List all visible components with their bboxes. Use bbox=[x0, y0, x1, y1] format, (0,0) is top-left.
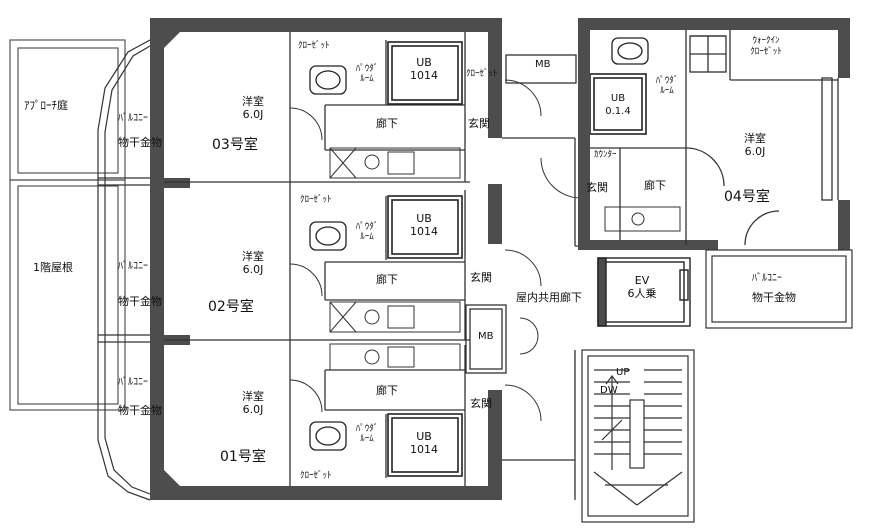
first-floor-roof-label: 1階屋根 bbox=[33, 261, 73, 274]
mb-label-center: MB bbox=[478, 331, 494, 342]
closet-label-02: ｸﾛｰｾﾞｯﾄ bbox=[300, 195, 332, 205]
corridor-label-03: 廊下 bbox=[376, 117, 398, 130]
room-type: 洋室 bbox=[242, 390, 264, 403]
western-room-01: 洋室 6.0J bbox=[228, 390, 278, 416]
room-size: 6.0J bbox=[242, 263, 264, 276]
balcony-label-04: ﾊﾞﾙｺﾆｰ bbox=[752, 273, 782, 284]
unit04-walls bbox=[578, 18, 850, 250]
corridor-walls bbox=[502, 137, 605, 500]
ub-units bbox=[387, 41, 647, 477]
entrance-label-01: 玄関 bbox=[470, 397, 492, 410]
closet-label-01: ｸﾛｰｾﾞｯﾄ bbox=[300, 471, 332, 481]
kitchens bbox=[329, 147, 681, 371]
room-size: 6.0J bbox=[242, 403, 264, 416]
drying-hardware-label-04: 物干金物 bbox=[752, 291, 796, 304]
unit-01-label: 01号室 bbox=[220, 449, 266, 465]
western-room-02: 洋室 6.0J bbox=[228, 250, 278, 276]
unit-04-label: 04号室 bbox=[724, 189, 770, 205]
room-size: 6.0J bbox=[242, 108, 264, 121]
mb-boxes bbox=[465, 54, 577, 374]
entrance-label-02: 玄関 bbox=[470, 271, 492, 284]
walk-in-closet-04: ｳｫｰｸｲﾝｸﾛｰｾﾞｯﾄ bbox=[750, 36, 782, 57]
drying-hardware-label-02: 物干金物 bbox=[118, 295, 162, 308]
approach-garden-label: ｱﾌﾟﾛｰﾁ庭 bbox=[24, 99, 68, 112]
balcony-label-01: ﾊﾞﾙｺﾆｰ bbox=[118, 377, 148, 388]
room-type: 洋室 bbox=[242, 95, 264, 108]
unit-03-label: 03号室 bbox=[212, 137, 258, 153]
western-room-03: 洋室 6.0J bbox=[228, 95, 278, 121]
elevator bbox=[597, 257, 691, 327]
counter-label-04: ｶｳﾝﾀｰ bbox=[594, 150, 617, 160]
western-room-04: 洋室 6.0J bbox=[730, 132, 780, 158]
room-size: 6.0J bbox=[744, 145, 766, 158]
powder-room-03: ﾊﾟｳﾀﾞﾙｰﾑ bbox=[355, 64, 379, 84]
powder-room-01: ﾊﾟｳﾀﾞﾙｰﾑ bbox=[355, 424, 379, 444]
doors bbox=[289, 79, 582, 422]
closet-label-03b: ｸﾛｰｾﾞｯﾄ bbox=[466, 69, 498, 79]
entrance-label-04: 玄関 bbox=[586, 181, 608, 194]
room-type: 洋室 bbox=[242, 250, 264, 263]
powder-room-02: ﾊﾟｳﾀﾞﾙｰﾑ bbox=[355, 222, 379, 242]
corridor-label-02: 廊下 bbox=[376, 273, 398, 286]
drying-hardware-label-03: 物干金物 bbox=[118, 136, 162, 149]
room-type: 洋室 bbox=[744, 132, 766, 145]
unit04-lines bbox=[590, 30, 839, 246]
balcony-label-03: ﾊﾞﾙｺﾆｰ bbox=[118, 113, 148, 124]
balcony-04 bbox=[705, 249, 853, 329]
unit-02-label: 02号室 bbox=[208, 299, 254, 315]
drying-hardware-label-01: 物干金物 bbox=[118, 404, 162, 417]
staircase bbox=[581, 349, 695, 523]
left-exterior bbox=[9, 39, 126, 411]
balcony-rail bbox=[97, 39, 151, 501]
mb-label-top: MB bbox=[535, 59, 551, 70]
common-corridor-label: 屋内共用廊下 bbox=[516, 291, 582, 304]
closet-label-03: ｸﾛｰｾﾞｯﾄ bbox=[298, 41, 330, 51]
stair-up-label: UP bbox=[616, 367, 630, 378]
stair-down-label: DW bbox=[600, 385, 618, 396]
toilets bbox=[309, 37, 649, 451]
corridor-label-04: 廊下 bbox=[644, 179, 666, 192]
entrance-label-03: 玄関 bbox=[468, 117, 490, 130]
powder-room-04: ﾊﾟｳﾀﾞﾙｰﾑ bbox=[655, 76, 679, 96]
balcony-label-02: ﾊﾞﾙｺﾆｰ bbox=[118, 261, 148, 272]
corridor-label-01: 廊下 bbox=[376, 384, 398, 397]
